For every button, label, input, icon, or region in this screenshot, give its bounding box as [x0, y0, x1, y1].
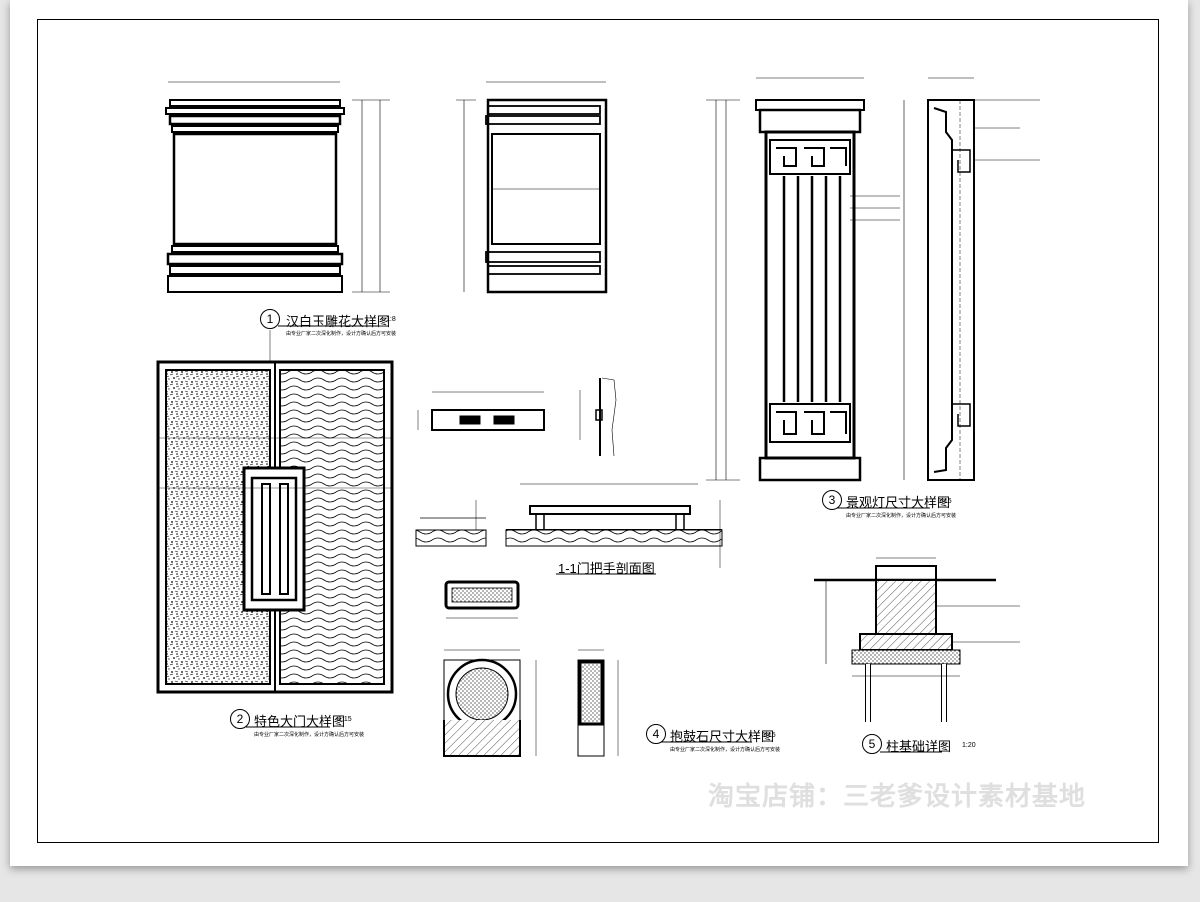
detail-title-5: 柱基础详图 [886, 739, 952, 754]
store-watermark: 淘宝店铺：三老爹设计素材基地 [708, 782, 1087, 812]
detail-scale-3: 1:15 [938, 498, 952, 505]
detail-number-1: 1 [260, 309, 280, 329]
handle-section-title: 1-1门把手剖面图 [558, 561, 655, 576]
detail-note-3: 由专业厂家二次深化制作，设计方确认后方可安装 [846, 513, 957, 519]
column-footing-section [814, 557, 1020, 722]
drawing-border [37, 19, 1159, 843]
drum-stone-side [577, 649, 619, 757]
detail-note-2: 由专业厂家二次深化制作，设计方确认后方可安装 [254, 732, 365, 738]
handle-side-detail [579, 377, 617, 457]
detail-title-3: 景观灯尺寸大样图 [846, 495, 951, 510]
handle-plan-detail [417, 391, 545, 431]
detail-title-2: 特色大门大样图 [254, 714, 346, 729]
landscape-lamp-elevation [706, 77, 905, 482]
detail-title-4: 抱鼓石尺寸大样图 [670, 729, 775, 744]
detail-number-5: 5 [862, 734, 882, 754]
detail-note-4: 由专业厂家二次深化制作，设计方确认后方可安装 [670, 747, 781, 753]
detail-scale-4: 1:15 [762, 732, 776, 739]
detail-number-4: 4 [646, 724, 666, 744]
drawing-sheet: 1 汉白玉雕花大样图 1:8 由专业厂家二次深化制作，设计方确认后方可安装 2 … [10, 0, 1188, 866]
cad-drawing-canvas [156, 77, 1040, 757]
landscape-lamp-section [927, 77, 1040, 481]
marble-plinth-elevation [165, 81, 390, 293]
drum-stone-plan [444, 580, 520, 619]
detail-scale-1: 1:8 [386, 316, 396, 323]
detail-title-1: 汉白玉雕花大样图 [286, 314, 391, 329]
handle-section-1-1 [415, 483, 723, 568]
feature-gate-elevation [156, 330, 394, 694]
detail-number-2: 2 [230, 709, 250, 729]
marble-plinth-side [456, 81, 608, 294]
detail-number-3: 3 [822, 490, 842, 510]
detail-note-1: 由专业厂家二次深化制作，设计方确认后方可安装 [286, 331, 397, 337]
detail-scale-5: 1:20 [962, 742, 976, 749]
detail-scale-2: 1:15 [338, 716, 352, 723]
drum-stone-elevation [443, 649, 537, 757]
